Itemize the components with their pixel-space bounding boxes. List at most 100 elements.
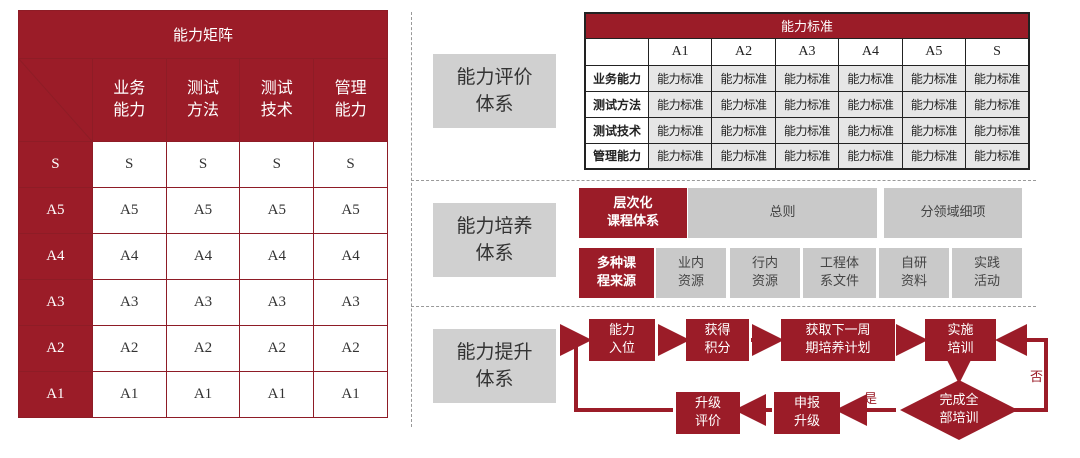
capability-standards-table: 能力标准 A1 A2 A3 A4 A5 S 业务能力 能力标准 能力标准 能力标… — [584, 12, 1030, 170]
standards-cell: 能力标准 — [965, 64, 1030, 92]
standards-cell: 能力标准 — [838, 90, 903, 118]
vertical-divider — [411, 12, 412, 427]
standards-corner-cell — [584, 37, 649, 66]
standards-cell: 能力标准 — [774, 116, 840, 144]
standards-cell: 能力标准 — [711, 90, 776, 118]
matrix-cell: A3 — [239, 279, 315, 326]
standards-row-name: 测试方法 — [584, 90, 649, 118]
matrix-cell: A4 — [313, 233, 388, 280]
standards-cell: 能力标准 — [711, 64, 776, 92]
standards-row: 测试方法 能力标准 能力标准 能力标准 能力标准 能力标准 能力标准 — [584, 90, 1030, 118]
matrix-row: A4 A4 A4 A4 A4 — [18, 233, 388, 280]
standards-row: 业务能力 能力标准 能力标准 能力标准 能力标准 能力标准 能力标准 — [584, 64, 1030, 92]
standards-cell: 能力标准 — [901, 142, 967, 170]
standards-cell: 能力标准 — [901, 90, 967, 118]
standards-cell: 能力标准 — [774, 64, 840, 92]
matrix-cell: A4 — [165, 233, 241, 280]
training-system-label: 能力培养 体系 — [433, 203, 556, 277]
matrix-level: A1 — [18, 371, 93, 418]
standards-row-name: 管理能力 — [584, 142, 649, 170]
matrix-row: S S S S S — [18, 141, 388, 188]
improvement-system-label: 能力提升 体系 — [433, 329, 556, 403]
matrix-row: A2 A2 A2 A2 A2 — [18, 325, 388, 372]
source-self-developed-block: 自研 资料 — [879, 248, 949, 298]
matrix-row: A1 A1 A1 A1 A1 — [18, 371, 388, 418]
flow-upgrade-eval-box: 升级 评价 — [676, 392, 740, 434]
source-internal-block: 行内 资源 — [730, 248, 800, 298]
matrix-level: A2 — [18, 325, 93, 372]
flow-apply-upgrade-box: 申报 升级 — [774, 392, 840, 434]
standards-level-header: A4 — [838, 37, 903, 66]
diagonal-line — [19, 59, 92, 141]
flow-yes-label: 是 — [864, 392, 878, 407]
matrix-level: A5 — [18, 187, 93, 234]
matrix-cell: A1 — [239, 371, 315, 418]
standards-cell: 能力标准 — [711, 142, 776, 170]
matrix-level: S — [18, 141, 93, 188]
matrix-row: A3 A3 A3 A3 A3 — [18, 279, 388, 326]
matrix-cell: A3 — [313, 279, 388, 326]
capability-matrix: 能力矩阵 业务 能力 测试 方法 测试 技术 管理 能力 S S S S S A… — [18, 10, 388, 418]
standards-cell: 能力标准 — [647, 116, 713, 144]
flow-no-label: 否 — [1030, 370, 1044, 385]
matrix-cell: A4 — [91, 233, 167, 280]
flow-next-plan-box: 获取下一周 期培养计划 — [781, 319, 895, 361]
standards-title: 能力标准 — [584, 12, 1030, 39]
matrix-title: 能力矩阵 — [18, 10, 388, 59]
matrix-cell: S — [239, 141, 315, 188]
section-divider — [411, 180, 1036, 181]
flow-decision-label: 完成全 部培训 — [939, 393, 979, 426]
standards-cell: 能力标准 — [838, 116, 903, 144]
matrix-row: A5 A5 A5 A5 A5 — [18, 187, 388, 234]
standards-cell: 能力标准 — [838, 142, 903, 170]
standards-cell: 能力标准 — [647, 64, 713, 92]
standards-cell: 能力标准 — [774, 142, 840, 170]
standards-cell: 能力标准 — [647, 90, 713, 118]
standards-row-name: 业务能力 — [584, 64, 649, 92]
standards-cell: 能力标准 — [838, 64, 903, 92]
matrix-cell: A3 — [165, 279, 241, 326]
standards-level-header: A3 — [774, 37, 840, 66]
matrix-cell: A2 — [313, 325, 388, 372]
standards-cell: 能力标准 — [965, 142, 1030, 170]
standards-cell: 能力标准 — [965, 90, 1030, 118]
standards-level-header: A2 — [711, 37, 776, 66]
matrix-cell: A1 — [91, 371, 167, 418]
course-sources-block: 多种课 程来源 — [579, 248, 654, 298]
matrix-col-business: 业务 能力 — [91, 58, 167, 142]
matrix-cell: A1 — [165, 371, 241, 418]
flow-implement-box: 实施 培训 — [925, 319, 996, 361]
evaluation-system-label: 能力评价 体系 — [433, 54, 556, 128]
matrix-cell: A2 — [91, 325, 167, 372]
matrix-cell: A2 — [165, 325, 241, 372]
matrix-cell: A1 — [313, 371, 388, 418]
standards-level-header: S — [965, 37, 1030, 66]
standards-cell: 能力标准 — [965, 116, 1030, 144]
flow-earn-points-box: 获得 积分 — [686, 319, 749, 361]
matrix-cell: A5 — [239, 187, 315, 234]
matrix-cell: A4 — [239, 233, 315, 280]
standards-cell: 能力标准 — [711, 116, 776, 144]
matrix-corner-cell — [18, 58, 93, 142]
matrix-col-test-method: 测试 方法 — [165, 58, 241, 142]
matrix-cell: S — [313, 141, 388, 188]
matrix-cell: S — [165, 141, 241, 188]
standards-cell: 能力标准 — [647, 142, 713, 170]
source-practice-block: 实践 活动 — [952, 248, 1022, 298]
standards-row: 测试技术 能力标准 能力标准 能力标准 能力标准 能力标准 能力标准 — [584, 116, 1030, 144]
domain-details-block: 分领域细项 — [884, 188, 1022, 238]
standards-cell: 能力标准 — [901, 64, 967, 92]
matrix-col-test-tech: 测试 技术 — [239, 58, 315, 142]
matrix-level: A4 — [18, 233, 93, 280]
matrix-col-management: 管理 能力 — [313, 58, 388, 142]
standards-cell: 能力标准 — [774, 90, 840, 118]
standards-row-name: 测试技术 — [584, 116, 649, 144]
source-engineering-docs-block: 工程体 系文件 — [803, 248, 876, 298]
matrix-cell: A5 — [91, 187, 167, 234]
standards-row: 管理能力 能力标准 能力标准 能力标准 能力标准 能力标准 能力标准 — [584, 142, 1030, 170]
matrix-cell: A5 — [313, 187, 388, 234]
matrix-cell: A5 — [165, 187, 241, 234]
matrix-cell: A3 — [91, 279, 167, 326]
matrix-cell: S — [91, 141, 167, 188]
matrix-level: A3 — [18, 279, 93, 326]
